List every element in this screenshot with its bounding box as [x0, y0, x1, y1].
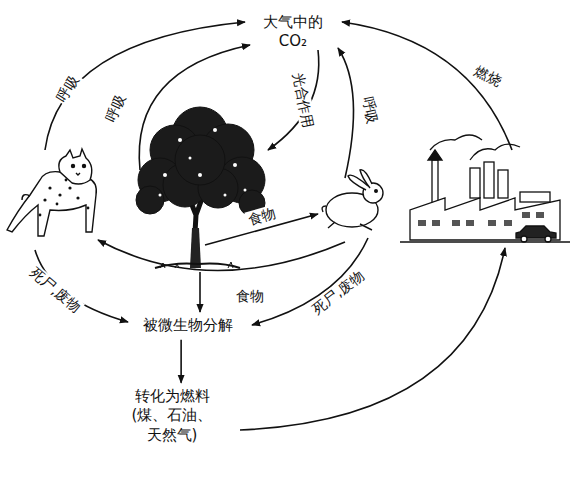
arrow-label: 死尸,废物: [307, 266, 368, 319]
arrow-label: 燃烧: [470, 61, 506, 91]
rabbit-drawing: [322, 170, 383, 230]
waste-arrow: [252, 238, 368, 325]
fuel-arrow: [240, 248, 505, 430]
respiration-arrow: [338, 48, 354, 178]
text-node: 大气中的 CO₂: [250, 11, 337, 54]
arrow-label: 呼吸: [102, 90, 131, 126]
lynx-drawing: [7, 149, 96, 236]
node-text: 转化为燃料 (煤、石油、天然气): [125, 387, 220, 446]
food-arrow: [98, 240, 345, 271]
arrow-label: 呼吸: [358, 93, 381, 128]
arrow-label: 呼吸: [52, 70, 83, 106]
node-text: 被微生物分解: [143, 316, 233, 336]
flow-arrow: [180, 340, 182, 383]
photosynthesis-arrow: [268, 50, 319, 150]
arrow-label: 光合作用: [289, 69, 318, 131]
factory-drawing: [400, 135, 570, 242]
waste-arrow: [199, 272, 201, 312]
node-text: 大气中的 CO₂: [254, 13, 333, 52]
text-node: 转化为燃料 (煤、石油、天然气): [121, 385, 224, 448]
combustion-arrow: [342, 22, 512, 150]
respiration-arrow: [45, 22, 245, 150]
text-node: 被微生物分解: [139, 314, 237, 338]
arrow-label: 死尸,废物: [25, 263, 85, 317]
arrow-label: 食物: [234, 288, 266, 305]
tree-drawing: [136, 107, 265, 268]
